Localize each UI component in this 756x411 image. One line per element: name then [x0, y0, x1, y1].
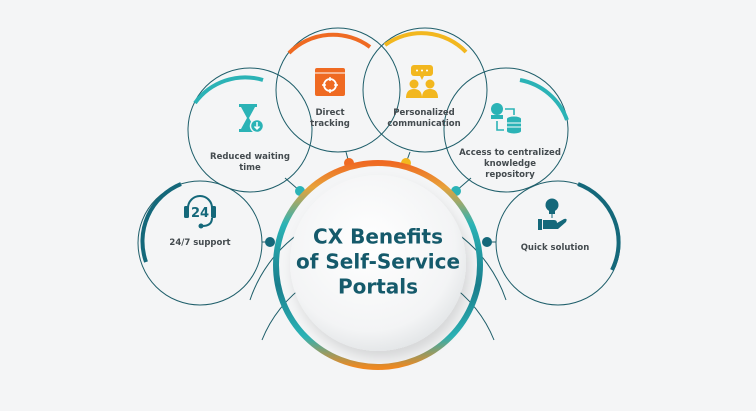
- label-line: communication: [387, 119, 461, 129]
- headset-24-icon: 24: [184, 195, 216, 229]
- center-hub: [273, 160, 483, 370]
- benefit-label-personalized-communication: Personalized communication: [387, 108, 460, 130]
- svg-text:24: 24: [191, 206, 209, 221]
- benefit-circle-direct-tracking: [275, 27, 401, 153]
- title-line: of Self-Service: [295, 249, 461, 274]
- label-line: 24/7 support: [169, 238, 231, 248]
- label-line: Access to centralized: [459, 148, 561, 158]
- person-database-icon: [491, 103, 521, 134]
- benefit-circle-knowledge-repository: [443, 67, 569, 193]
- hourglass-icon: [239, 104, 265, 134]
- label-line: time: [239, 163, 261, 173]
- title-line: CX Benefits: [313, 224, 443, 249]
- label-line: repository: [485, 170, 535, 180]
- label-line: Reduced waiting: [210, 152, 290, 162]
- label-line: Quick solution: [520, 243, 590, 253]
- benefit-circle-quick-solution: [495, 180, 621, 306]
- benefit-circle-personalized-communication: [362, 27, 488, 153]
- benefit-circle-reduced-waiting: [187, 67, 313, 193]
- center-title: CX Benefits of Self-Service Portals: [288, 225, 468, 300]
- benefit-label-reduced-waiting: Reduced waiting time: [210, 152, 290, 174]
- people-chat-icon: [406, 65, 438, 98]
- benefit-label-quick-solution: Quick solution: [521, 243, 590, 254]
- title-line: Portals: [337, 274, 419, 299]
- label-line: Personalized: [393, 108, 455, 118]
- browser-target-icon: [315, 68, 345, 96]
- benefit-label-direct-tracking: Direct tracking: [310, 108, 350, 130]
- benefit-label-24-7-support: 24/7 support: [169, 238, 230, 249]
- hand-lightbulb-icon: [538, 198, 567, 230]
- benefit-circle-24-7-support: [137, 180, 263, 306]
- label-line: knowledge: [483, 159, 536, 169]
- label-line: Direct: [315, 108, 345, 118]
- label-line: tracking: [310, 119, 350, 129]
- benefit-label-knowledge-repository: Access to centralized knowledge reposito…: [459, 148, 561, 181]
